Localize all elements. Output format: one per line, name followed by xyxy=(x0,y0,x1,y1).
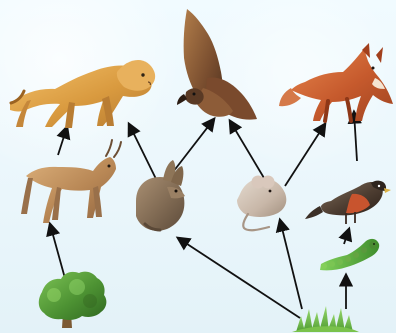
edge-deer-to-mountain-lion xyxy=(58,127,67,155)
node-tree xyxy=(39,272,107,328)
node-fox xyxy=(279,43,393,121)
edge-rabbit-to-mountain-lion xyxy=(129,124,158,183)
node-caterpillar xyxy=(320,239,379,271)
edge-mouse-to-hawk xyxy=(230,121,264,178)
node-mouse xyxy=(237,176,286,231)
edge-caterpillar-to-robin xyxy=(344,229,349,244)
node-rabbit xyxy=(136,160,185,231)
rabbit-icon xyxy=(136,160,185,231)
edge-tree-to-deer xyxy=(50,224,66,282)
hawk-icon xyxy=(177,9,257,120)
node-grass xyxy=(292,306,359,332)
node-robin xyxy=(305,181,391,224)
mountain-lion-icon xyxy=(10,60,155,128)
edge-rabbit-to-hawk xyxy=(173,119,214,172)
caterpillar-icon xyxy=(320,239,379,271)
deer-icon xyxy=(21,140,121,223)
edge-mouse-to-fox xyxy=(285,124,325,186)
grass-icon xyxy=(292,306,359,332)
node-hawk xyxy=(177,9,257,120)
edge-grass-to-rabbit xyxy=(178,238,300,318)
node-mountain-lion xyxy=(10,60,155,128)
mouse-icon xyxy=(237,176,286,231)
robin-icon xyxy=(305,181,391,224)
tree-icon xyxy=(39,272,107,328)
edge-grass-to-mouse xyxy=(280,220,302,309)
node-deer xyxy=(21,140,121,223)
fox-icon xyxy=(279,43,393,121)
